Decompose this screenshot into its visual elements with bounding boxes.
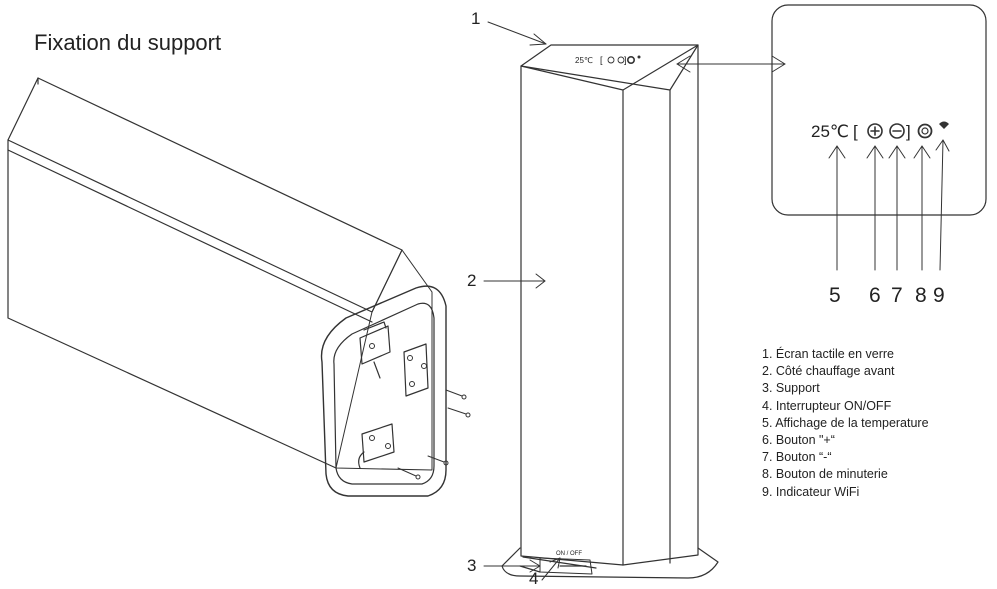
tower-bracket-close: ] <box>624 55 627 65</box>
legend-item: 7. Bouton “-“ <box>762 450 832 465</box>
leader-lines <box>483 21 950 581</box>
legend-item: 3. Support <box>762 381 820 396</box>
callout-5: 5 <box>829 284 841 307</box>
timer-icon <box>917 123 933 139</box>
callout-1: 1 <box>471 9 481 28</box>
callout-3: 3 <box>467 556 477 575</box>
page-title: Fixation du support <box>34 30 222 55</box>
legend: 1. Écran tactile en verre 2. Côté chauff… <box>762 346 929 501</box>
wifi-icon <box>939 121 949 129</box>
callout-9: 9 <box>933 284 945 307</box>
legend-item: 6. Bouton "+“ <box>762 433 835 448</box>
tower-temp-text: 25℃ <box>575 56 593 65</box>
tower-top-display <box>607 55 641 64</box>
tower-bracket-open: [ <box>600 55 603 65</box>
display-zoom-panel <box>771 4 987 216</box>
mounting-bracket <box>320 285 471 497</box>
tower-front-view <box>501 44 719 579</box>
onoff-label: ON / OFF <box>556 551 582 557</box>
zoom-bracket-open: [ <box>853 122 858 141</box>
zoom-temp-text: 25℃ <box>811 122 849 141</box>
plus-icon <box>867 123 883 139</box>
legend-item: 2. Côté chauffage avant <box>762 364 895 379</box>
legend-item: 1. Écran tactile en verre <box>762 347 895 361</box>
legend-item: 9. Indicateur WiFi <box>762 484 860 499</box>
legend-item: 5. Affichage de la temperature <box>762 415 929 430</box>
legend-item: 4. Interrupteur ON/OFF <box>762 398 892 413</box>
callout-2: 2 <box>467 271 477 290</box>
zoom-bracket-close: ] <box>906 122 911 141</box>
callout-6: 6 <box>869 284 881 307</box>
callout-4: 4 <box>529 569 539 588</box>
minus-icon <box>889 123 905 139</box>
tower-side-view <box>7 77 433 471</box>
callout-7: 7 <box>891 284 903 307</box>
callout-8: 8 <box>915 284 927 307</box>
legend-item: 8. Bouton de minuterie <box>762 467 888 482</box>
